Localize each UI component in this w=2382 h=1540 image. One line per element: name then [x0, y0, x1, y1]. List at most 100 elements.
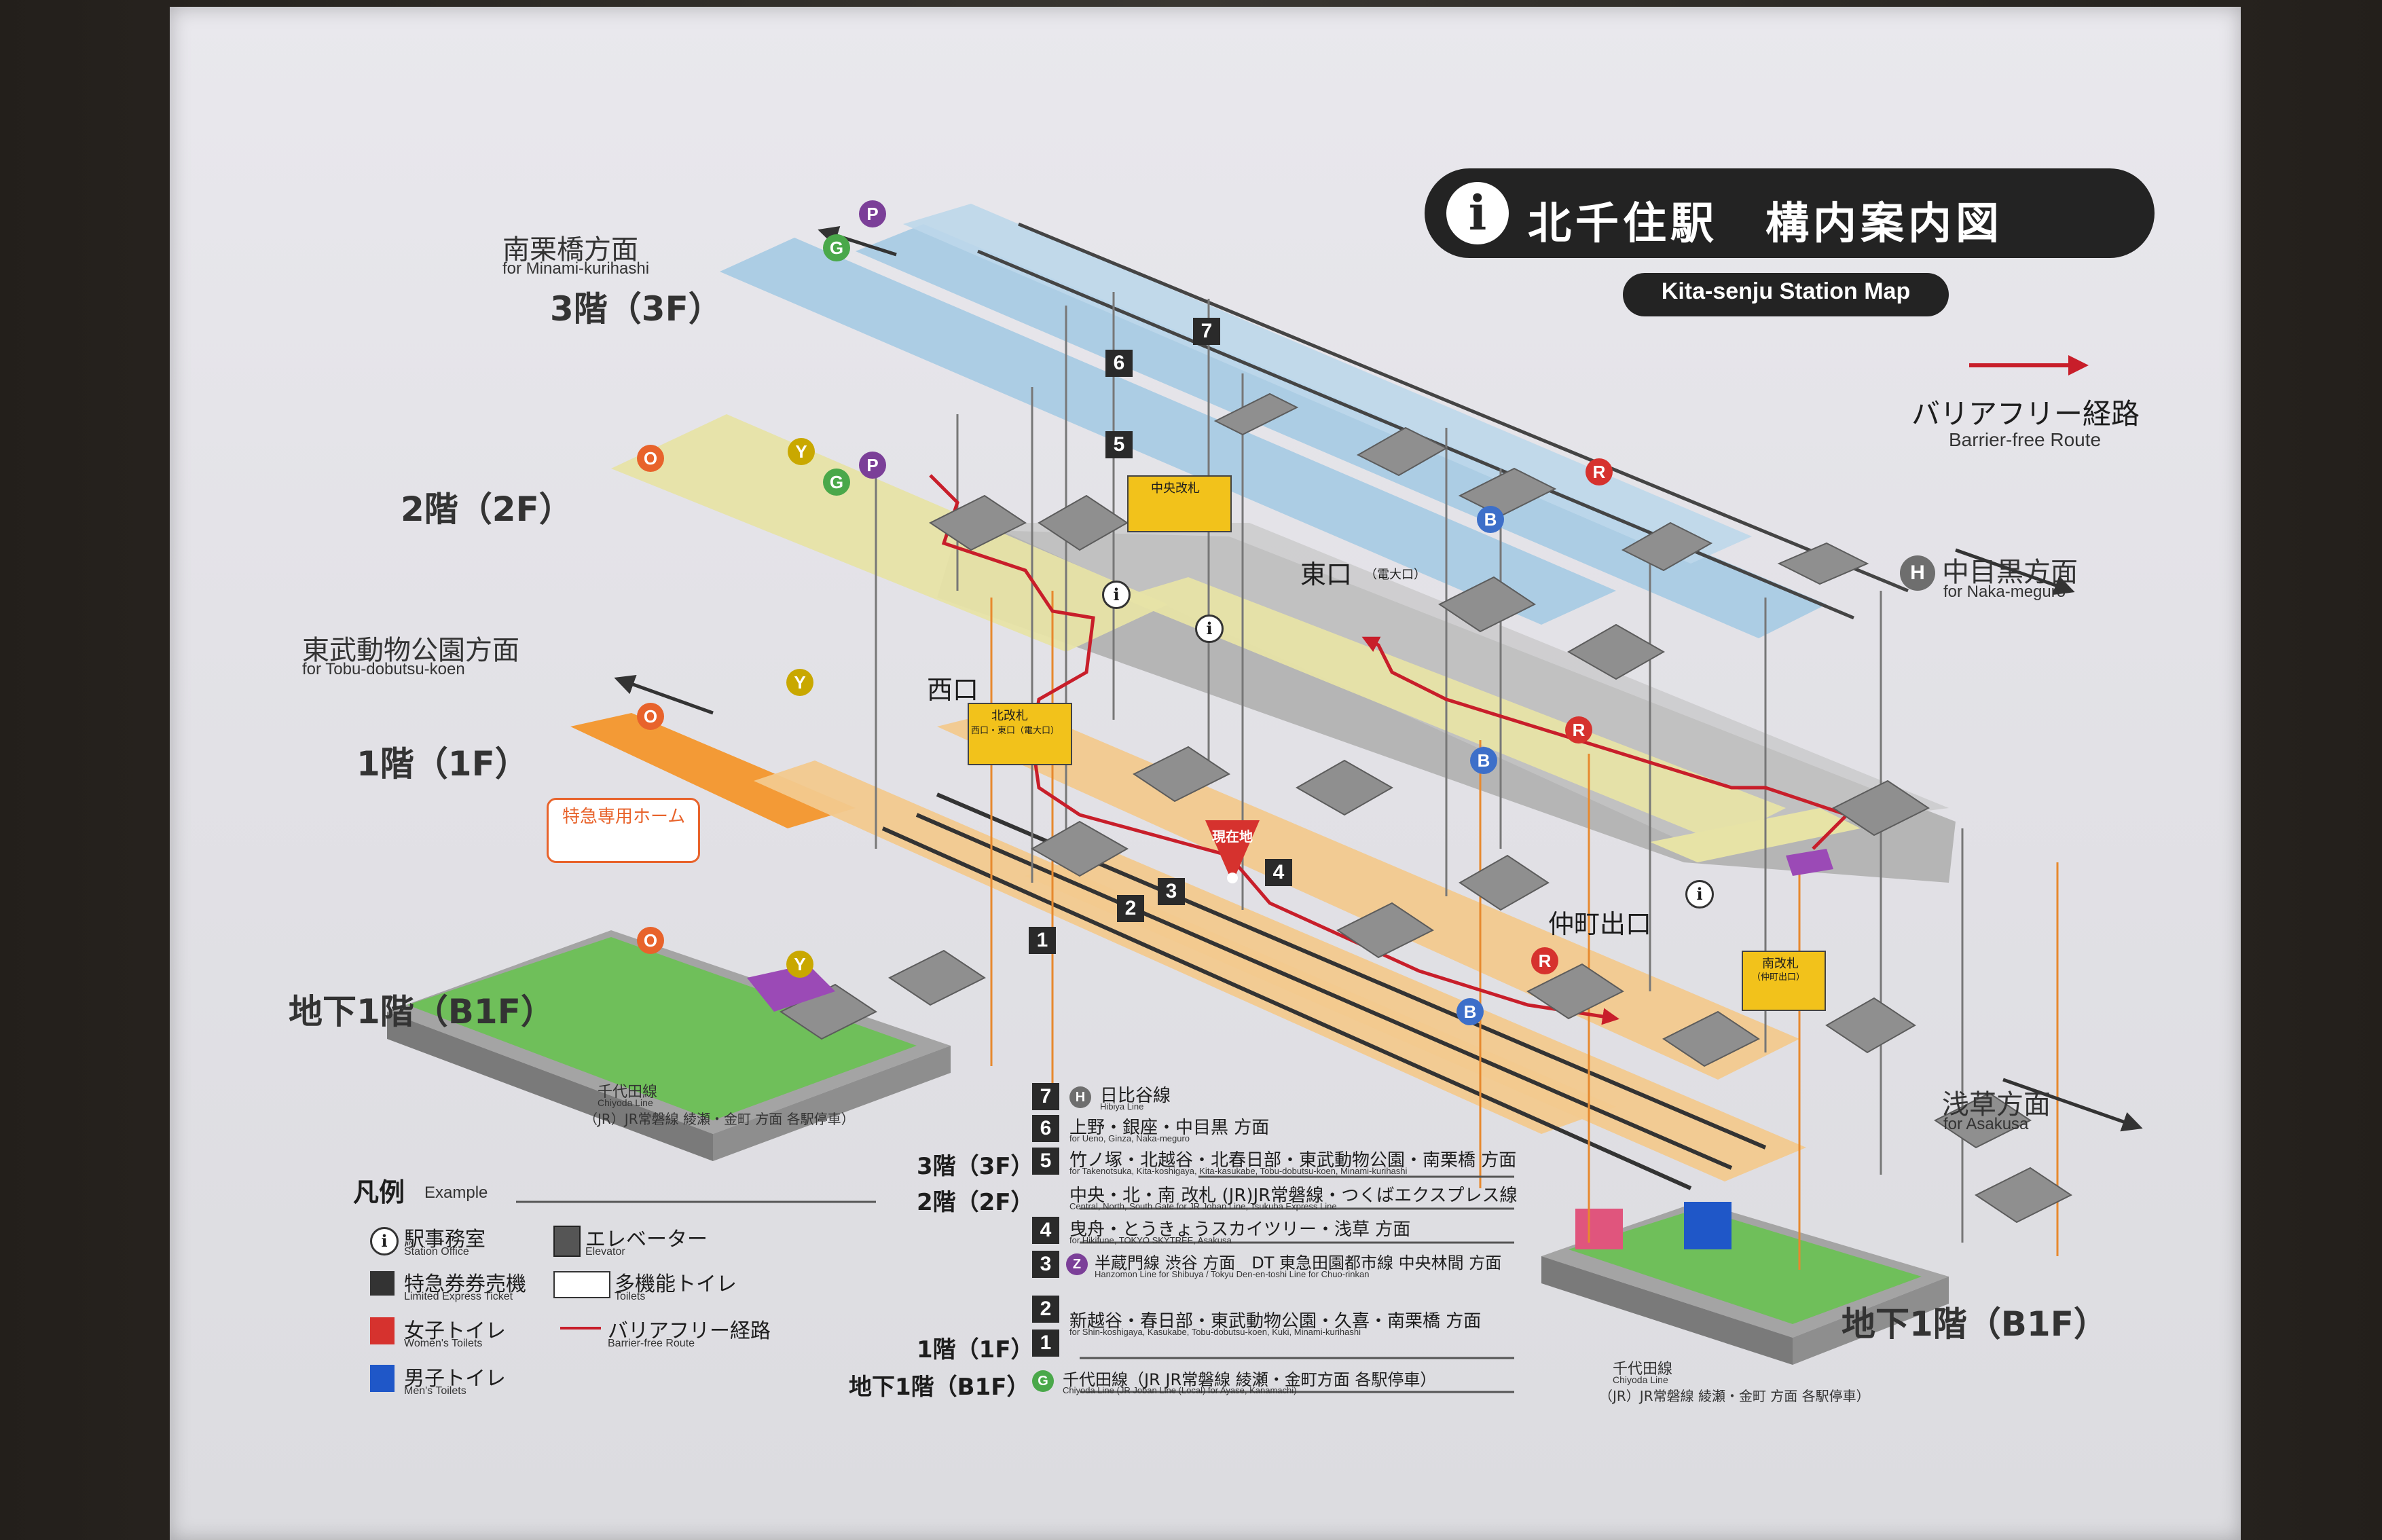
line-badge-y-2f: Y [788, 438, 815, 465]
legend-elevator-icon [553, 1226, 581, 1257]
legend-limited-express-ticket-en: Limited Express Ticket [404, 1291, 513, 1302]
line-badge-p-2f: P [859, 452, 886, 479]
platform-5-number: 5 [1105, 431, 1133, 458]
east-exit-sub-label: （電大口） [1365, 568, 1426, 582]
south-gate-sign [1742, 951, 1826, 1011]
legend-chiyoda-badge-icon: G [1032, 1370, 1054, 1392]
b1-left-wall2 [713, 1046, 951, 1161]
central-gate-title: 中央改札 [1151, 481, 1200, 496]
2f-elevator-pad [1786, 849, 1833, 876]
floor-label-b1-left: 地下1階（B1F） [289, 992, 555, 1031]
legend-row-b1-jp: 千代田線（JR JR常磐線 綾瀬・金町方面 各駅停車） [1063, 1370, 1437, 1389]
direction-naka-meguro-en: for Naka-meguro [1943, 583, 2066, 601]
legend-barrier-free-route: バリアフリー経路 [608, 1319, 771, 1343]
legend-platform-3: 3 [1032, 1251, 1059, 1278]
platform-7-number: 7 [1193, 318, 1220, 345]
direction-tobu-dobutsu-koen-en: for Tobu-dobutsu-koen [302, 660, 465, 678]
barrier-free-key-label-en: Barrier-free Route [1949, 429, 2102, 450]
legend-men-toilet: 男子トイレ [404, 1367, 506, 1391]
floor-label-b1-right: 地下1階（B1F） [1842, 1304, 2108, 1344]
legend-row-b1-en: Chiyoda Line (JR Joban Line (Local) for … [1063, 1385, 1297, 1395]
legend-elevator-en: Elevator [585, 1246, 625, 1258]
legend-row-5-jp: 竹ノ塚・北越谷・北春日部・東武動物公園・南栗橋 方面 [1069, 1150, 1517, 1171]
legend-row-7-en: Hibiya Line [1100, 1101, 1144, 1112]
legend-hanzomon-badge-icon: Z [1066, 1253, 1088, 1275]
info-icon: i [1446, 182, 1509, 244]
line-badge-o-b1: O [637, 927, 664, 954]
direction-asakusa-en: for Asakusa [1943, 1115, 2029, 1133]
legend-barrier-free-arrow-icon [560, 1327, 601, 1330]
b1-elevator-pad [747, 964, 835, 1012]
current-location-label: 現在地 [1212, 828, 1253, 845]
b1-men-toilet-block [1684, 1202, 1731, 1249]
legend-men-toilet-icon [370, 1365, 395, 1392]
platform-1-number: 1 [1029, 927, 1056, 954]
central-gate-sign [1127, 475, 1232, 532]
direction-minami-kurihashi-en: for Minami-kurihashi [502, 259, 650, 278]
legend-row-4-jp: 曳舟・とうきょうスカイツリー・浅草 方面 [1069, 1220, 1411, 1240]
legend-row-3-en: Hanzomon Line for Shibuya / Tokyu Den-en… [1095, 1269, 1370, 1279]
line-badge-r-3f: R [1586, 458, 1613, 485]
station-map-board: i 北千住駅 構内案内図 Kita-senju Station Map バリアフ… [170, 7, 2241, 1540]
legend-elevator: エレベーター [585, 1228, 708, 1251]
legend-floor-3f: 3階（3F） [917, 1153, 1034, 1180]
barrier-free-key-label: バリアフリー経路 [1911, 397, 2140, 430]
legend-row-5-en: for Takenotsuka, Kita-koshigaya, Kita-ka… [1069, 1166, 1408, 1176]
line-badge-r-1f: R [1531, 947, 1558, 974]
line-badge-b-1f: B [1456, 998, 1484, 1025]
legend-platform-5: 5 [1032, 1148, 1059, 1175]
title-banner [1425, 168, 2155, 258]
current-location-marker [1205, 820, 1260, 883]
station-office-icon-2f-west: i [1102, 581, 1131, 609]
legend-hibiya-badge-icon: H [1069, 1086, 1091, 1108]
jr-joban-right-label: （JR）JR常磐線 綾瀬・金町 方面 各駅停車） [1599, 1388, 1870, 1404]
nakamachi-exit-label: 仲町出口 [1548, 909, 1652, 939]
line-badge-b-2f: B [1470, 747, 1497, 774]
2f-platform-east [1120, 577, 1786, 842]
legend-women-toilet-icon [370, 1317, 395, 1344]
south-gate-subtitle: （仲町出口） [1752, 972, 1806, 983]
subtitle-banner [1623, 273, 1949, 316]
line-badge-y-1f: Y [786, 669, 813, 696]
north-gate-sign [968, 703, 1072, 765]
floor-label-3f: 3階（3F） [550, 289, 722, 329]
1f-orange-strip [570, 713, 856, 828]
south-gate-title: 南改札 [1762, 957, 1799, 971]
legend-men-toilet-en: Men's Toilets [404, 1385, 466, 1397]
chiyoda-line-left-label: 千代田線 [598, 1084, 658, 1101]
direction-asakusa: 浅草方面 [1942, 1089, 2051, 1120]
legend-platform-7: 7 [1032, 1083, 1059, 1110]
legend-row-6-en: for Ueno, Ginza, Naka-meguro [1069, 1133, 1190, 1143]
legend-station-office: 駅事務室 [404, 1228, 485, 1251]
1f-platform-west [754, 760, 1616, 1134]
legend-ticket-machine-icon [370, 1271, 395, 1296]
page-title: 北千住駅 構内案内図 [1528, 199, 2003, 249]
platform-4-number: 4 [1265, 859, 1292, 886]
legend-floor-1f: 1階（1F） [917, 1336, 1034, 1363]
line-badge-o-2f: O [637, 445, 664, 472]
b1-right-wall2 [1793, 1277, 1949, 1365]
line-badge-p-3f: P [859, 200, 886, 227]
legend-platform-6: 6 [1032, 1115, 1059, 1142]
north-gate-title: 北改札 [991, 709, 1028, 723]
platform-6-number: 6 [1105, 350, 1133, 377]
chiyoda-line-right-label-en: Chiyoda Line [1613, 1374, 1668, 1385]
legend-row-2f-en: Central, North, South Gate for JR Joban … [1069, 1201, 1337, 1211]
limited-express-platform-label: 特急専用ホーム [562, 807, 686, 827]
legend-title: 凡例 [353, 1177, 405, 1207]
legend-barrier-free-route-en: Barrier-free Route [608, 1338, 695, 1349]
legend-row-2f-jp: 中央・北・南 改札 (JR)JR常磐線・つくばエクスプレス線 [1069, 1186, 1518, 1206]
limited-express-platform-box [547, 798, 700, 863]
line-badge-o-1f: O [637, 703, 664, 730]
legend-women-toilet-en: Women's Toilets [404, 1338, 483, 1349]
line-badge-b-3f: B [1477, 506, 1504, 533]
station-floor-map [387, 204, 2143, 1393]
2f-nakamachi-area [1650, 808, 1861, 862]
1f-platform-mid [1025, 849, 1806, 1181]
legend-floor-b1f: 地下1階（B1F） [849, 1374, 1030, 1401]
b1-women-toilet-block [1575, 1209, 1623, 1249]
legend-women-toilet: 女子トイレ [404, 1319, 506, 1343]
legend-platform-1: 1 [1032, 1330, 1059, 1357]
platform-3-number: 3 [1158, 878, 1185, 905]
3f-platform-west [720, 238, 1616, 625]
